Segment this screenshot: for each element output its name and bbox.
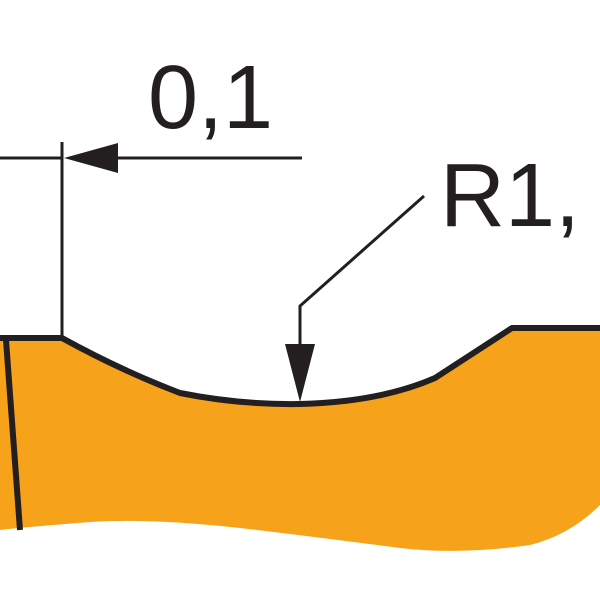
dimension-arrow	[64, 143, 118, 173]
radius-leader-line	[298, 194, 425, 350]
dimension-label: 0,1	[148, 48, 273, 148]
profile-top-outline	[0, 325, 600, 408]
profile-left-edge	[3, 339, 23, 531]
radius-label: R1,	[440, 146, 580, 246]
radius-arrow	[285, 344, 315, 402]
